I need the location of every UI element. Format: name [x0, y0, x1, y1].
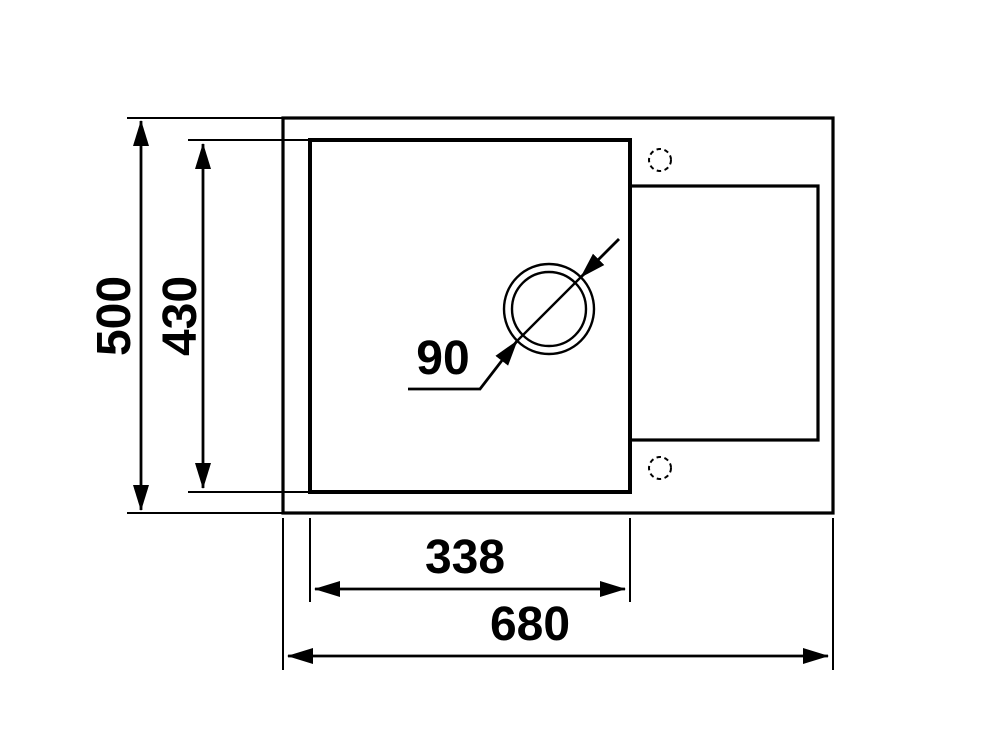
bowl-width-label: 338: [425, 531, 505, 584]
overall-height-label: 500: [88, 276, 141, 356]
sink-outline: [281, 116, 835, 515]
drain-diameter-line: [516, 276, 582, 342]
drainboard-outline: [628, 184, 820, 442]
drain-diameter-label: 90: [416, 332, 469, 385]
diameter-arrow-bottom: [478, 340, 519, 390]
tap-hole-bottom-icon: [648, 456, 672, 480]
bowl-outline: [308, 138, 632, 494]
tap-hole-top-icon: [648, 148, 672, 172]
drain-circle-inner: [510, 270, 588, 348]
bowl-height-label: 430: [154, 276, 207, 356]
diameter-arrow-top: [580, 238, 620, 278]
drain-circle-outer: [502, 262, 596, 356]
overall-width-label: 680: [490, 598, 570, 651]
